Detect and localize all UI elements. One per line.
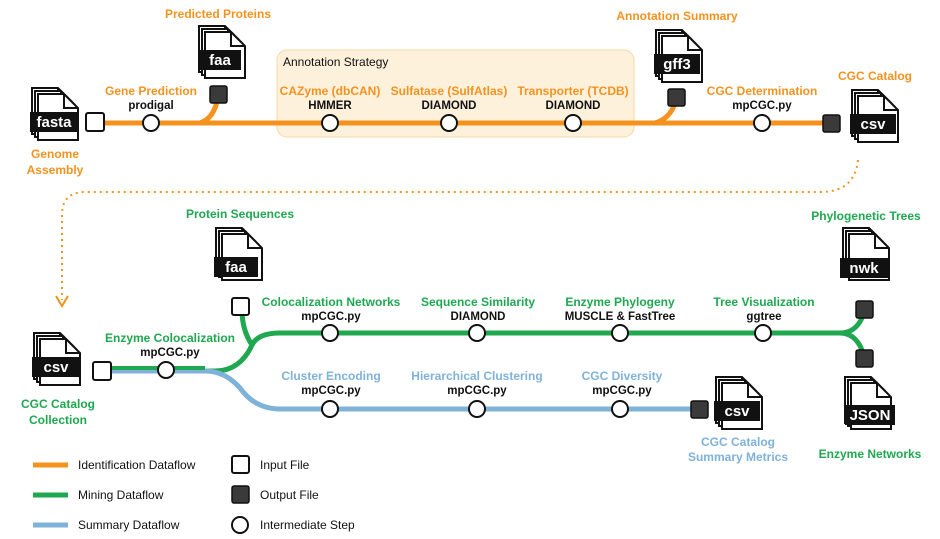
hierarchical-clustering-tool: mpCGC.py	[447, 385, 507, 397]
json-label: JSON	[850, 407, 891, 424]
protein-faa-icon: faa	[214, 228, 262, 280]
enzyme-colocalization-label: Enzyme Colocalization	[105, 331, 235, 345]
legend-intermediate-step-icon	[231, 516, 249, 534]
sulfatase-label: Sulfatase (SulfAtlas)	[391, 84, 508, 98]
cgc-catalog-label: CGC Catalog	[838, 69, 912, 83]
cgc-determination-tool: mpCGC.py	[732, 100, 792, 112]
nwk-file-icon: nwk	[840, 228, 889, 280]
predicted-proteins-label: Predicted Proteins	[165, 7, 271, 21]
output-file-node-gff3[interactable]	[667, 88, 686, 107]
sequence-similarity-step[interactable]	[468, 324, 486, 342]
fasta-label: fasta	[36, 114, 72, 131]
fasta-file-icon: fasta	[30, 88, 78, 140]
colocalization-networks-tool: mpCGC.py	[301, 311, 361, 323]
annotation-strategy-box	[276, 49, 635, 138]
tree-visualization-tool: ggtree	[746, 311, 781, 323]
legend-output-file-label: Output File	[260, 488, 319, 502]
cazyme-tool: HMMER	[308, 100, 352, 112]
faa-file-icon: faa	[199, 26, 245, 78]
json-file-icon: JSON	[845, 377, 895, 429]
gene-prediction-label: Gene Prediction	[105, 84, 197, 98]
cgc-determination-label: CGC Determination	[707, 84, 818, 98]
output-file-node-summary[interactable]	[690, 400, 709, 419]
sequence-similarity-label: Sequence Similarity	[421, 295, 535, 309]
protein-faa-label: faa	[225, 259, 247, 276]
summary-dataflow-line	[110, 368, 695, 412]
enzyme-phylogeny-tool: MUSCLE & FastTree	[565, 311, 676, 323]
transporter-label: Transporter (TCDB)	[517, 84, 628, 98]
tree-visualization-step[interactable]	[754, 324, 772, 342]
csv-label: csv	[860, 116, 886, 133]
mining-branch-json	[839, 330, 865, 352]
legend-intermediate-step-label: Intermediate Step	[260, 518, 355, 532]
annotation-summary-label: Annotation Summary	[616, 9, 738, 23]
cluster-encoding-step[interactable]	[321, 400, 339, 418]
gff3-label: gff3	[663, 56, 691, 73]
gene-prediction-tool: prodigal	[128, 100, 173, 112]
legend-input-file-label: Input File	[260, 458, 310, 472]
phylogenetic-trees-label: Phylogenetic Trees	[811, 209, 921, 223]
hierarchical-clustering-label: Hierarchical Clustering	[411, 369, 542, 383]
input-file-node-collection[interactable]	[92, 361, 112, 381]
collection-label-1: CGC Catalog	[21, 397, 95, 411]
cluster-encoding-label: Cluster Encoding	[281, 369, 380, 383]
legend-summary-label: Summary Dataflow	[78, 518, 180, 532]
legend-output-file-icon	[231, 485, 250, 504]
legend-mining-label: Mining Dataflow	[78, 488, 164, 502]
output-file-node-cgc-catalog[interactable]	[822, 114, 841, 133]
transporter-step[interactable]	[564, 114, 582, 132]
colocalization-networks-step[interactable]	[321, 324, 339, 342]
enzyme-networks-label: Enzyme Networks	[819, 447, 922, 461]
cluster-encoding-tool: mpCGC.py	[301, 385, 361, 397]
sulfatase-step[interactable]	[440, 114, 458, 132]
cgc-diversity-tool: mpCGC.py	[592, 385, 652, 397]
annotation-strategy-title: Annotation Strategy	[283, 55, 388, 69]
tree-visualization-label: Tree Visualization	[713, 295, 814, 309]
sulfatase-tool: DIAMOND	[422, 100, 477, 112]
summary-csv-icon: csv	[714, 377, 762, 429]
gene-prediction-step[interactable]	[142, 114, 160, 132]
input-file-node-protein[interactable]	[231, 297, 250, 316]
output-file-node-json[interactable]	[855, 349, 874, 368]
csv-file-icon: csv	[850, 90, 898, 142]
legend: Identification Dataflow Mining Dataflow …	[33, 455, 355, 534]
output-file-node-faa[interactable]	[209, 85, 228, 104]
cgc-diversity-step[interactable]	[611, 400, 629, 418]
protein-sequences-label: Protein Sequences	[186, 207, 294, 221]
mining-dataflow-line	[110, 316, 865, 374]
cazyme-label: CAZyme (dbCAN)	[280, 84, 381, 98]
genome-assembly-label-2: Assembly	[27, 163, 84, 177]
input-file-node[interactable]	[85, 112, 105, 132]
dotted-connector	[61, 159, 859, 300]
summary-csv-label: csv	[724, 403, 750, 420]
legend-input-file-icon	[231, 455, 250, 474]
collection-csv-icon: csv	[32, 333, 80, 385]
faa-label: faa	[209, 52, 231, 69]
cgc-determination-step[interactable]	[753, 114, 771, 132]
output-file-node-nwk[interactable]	[855, 300, 874, 319]
cazyme-step[interactable]	[321, 114, 339, 132]
nwk-label: nwk	[849, 260, 879, 277]
transporter-tool: DIAMOND	[546, 100, 601, 112]
summary-metrics-label-1: CGC Catalog	[701, 435, 775, 449]
genome-assembly-label-1: Genome	[31, 147, 79, 161]
collection-csv-label: csv	[43, 359, 69, 376]
collection-label-2: Collection	[29, 413, 87, 427]
gff3-file-icon: gff3	[654, 30, 702, 82]
arrow-down-icon	[55, 295, 69, 308]
cgc-diversity-label: CGC Diversity	[582, 369, 663, 383]
hierarchical-clustering-step[interactable]	[468, 400, 486, 418]
enzyme-colocalization-step[interactable]	[157, 361, 175, 379]
enzyme-phylogeny-step[interactable]	[611, 324, 629, 342]
summary-metrics-label-2: Summary Metrics	[688, 450, 788, 464]
enzyme-colocalization-tool: mpCGC.py	[140, 347, 200, 359]
colocalization-networks-label: Colocalization Networks	[262, 295, 401, 309]
sequence-similarity-tool: DIAMOND	[451, 311, 506, 323]
legend-identification-label: Identification Dataflow	[78, 458, 196, 472]
enzyme-phylogeny-label: Enzyme Phylogeny	[565, 295, 675, 309]
